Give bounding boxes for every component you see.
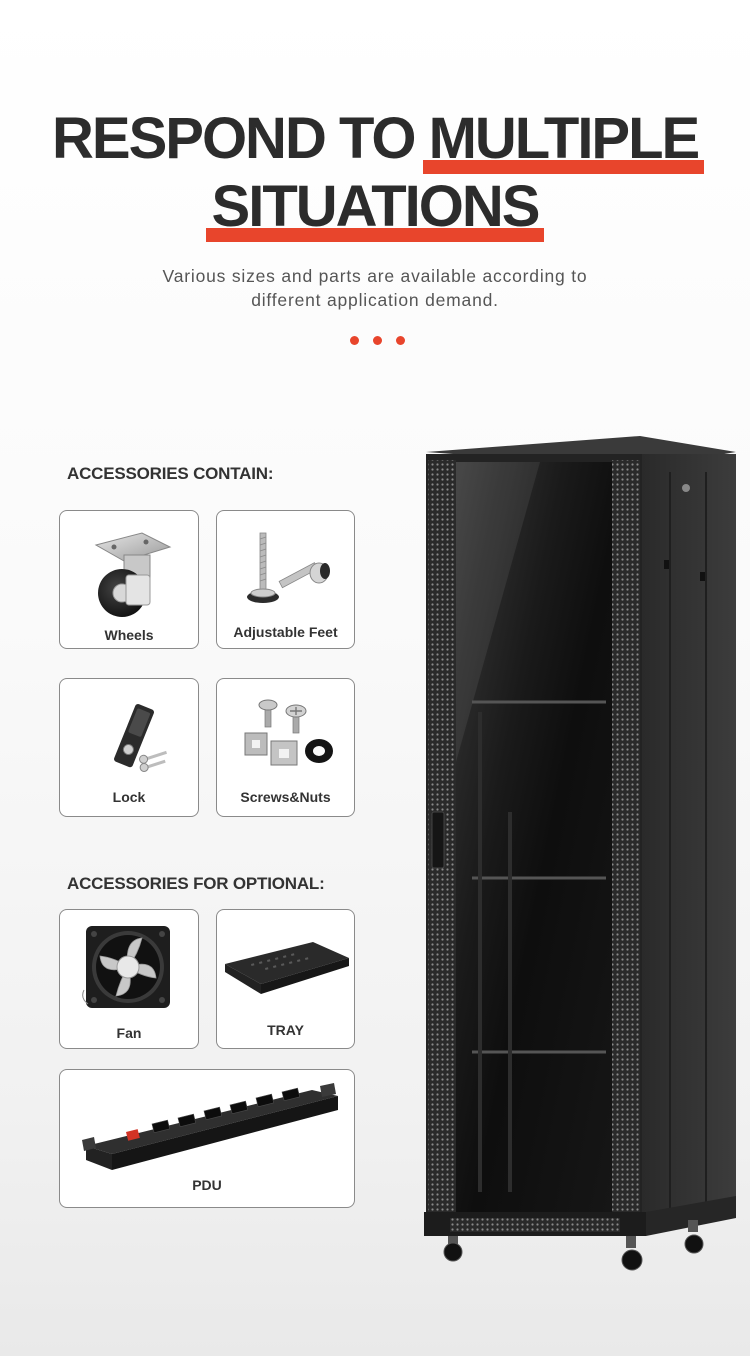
accessory-label: Screws&Nuts (240, 789, 331, 805)
screws-nuts-icon (244, 699, 333, 766)
headline-line-2: SITUATIONS (0, 174, 750, 242)
subtitle: Various sizes and parts are available ac… (75, 264, 675, 312)
headline-highlight-multiple: MULTIPLE (422, 106, 704, 174)
accessory-card-pdu[interactable]: PDU (59, 1069, 355, 1208)
accessory-card-adjustable-feet[interactable]: Adjustable Feet (216, 510, 355, 649)
accessory-label: TRAY (267, 1022, 304, 1038)
caster-wheel-icon (94, 532, 172, 617)
accessory-label: PDU (192, 1177, 222, 1193)
headline-text: RESPOND TO (52, 106, 416, 171)
shelf-tray-icon (225, 942, 349, 994)
accessory-card-tray[interactable]: TRAY (216, 909, 355, 1049)
subtitle-line-1: Various sizes and parts are available ac… (162, 266, 588, 286)
power-strip-icon (82, 1083, 338, 1170)
accessory-card-fan[interactable]: Fan (59, 909, 199, 1049)
dot-icon (373, 336, 382, 345)
cooling-fan-icon (82, 926, 170, 1008)
accessory-label: Lock (112, 789, 146, 805)
accessory-label: Adjustable Feet (233, 624, 338, 640)
dot-icon (350, 336, 359, 345)
headline-highlight-situations: SITUATIONS (205, 174, 545, 242)
handle-lock-icon (114, 704, 168, 772)
accessory-label: Wheels (104, 627, 154, 643)
headline-line-1: RESPOND TO MULTIPLE (0, 106, 750, 174)
server-rack-cabinet-icon (424, 436, 736, 1271)
subtitle-line-2: different application demand. (251, 290, 499, 310)
accessory-card-lock[interactable]: Lock (59, 678, 199, 817)
section-title-accessories-optional: ACCESSORIES FOR OPTIONAL: (67, 874, 325, 893)
decorative-dots (350, 336, 405, 345)
adjustable-feet-icon (247, 532, 330, 603)
accessory-label: Fan (116, 1025, 142, 1041)
accessory-card-screws-nuts[interactable]: Screws&Nuts (216, 678, 355, 817)
accessory-card-wheels[interactable]: Wheels (59, 510, 199, 649)
dot-icon (396, 336, 405, 345)
section-title-accessories-contain: ACCESSORIES CONTAIN: (67, 464, 274, 483)
